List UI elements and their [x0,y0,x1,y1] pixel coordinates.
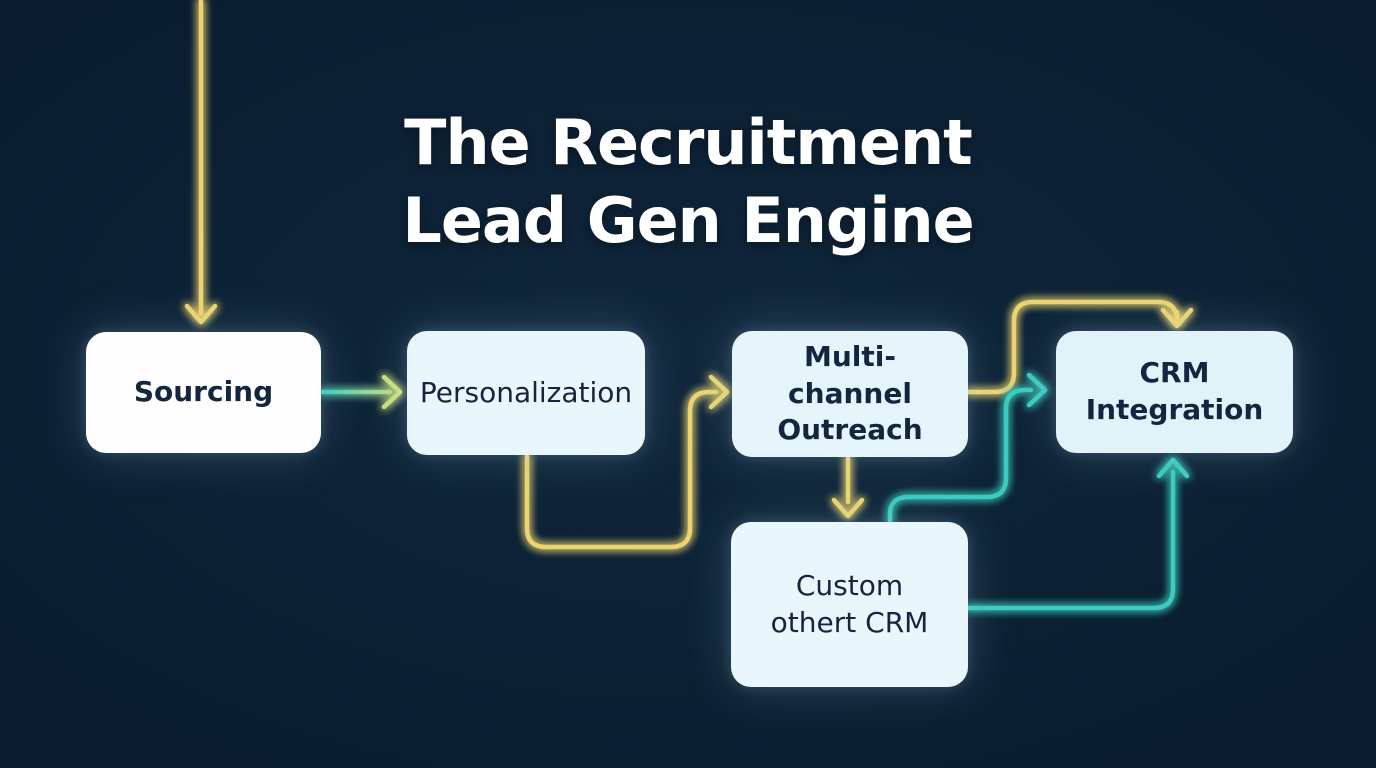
edge-multichannel-to-customcrm [831,454,865,519]
arrowhead-down-icon [831,497,865,519]
node-crm-integration: CRM Integration [1056,331,1293,453]
edge-sourcing-to-personalization [319,374,403,410]
node-personalization: Personalization [407,331,645,455]
arrowhead-down-icon [184,303,218,325]
node-sourcing-label: Sourcing [133,375,274,409]
node-multichannel-outreach-label: Multi-channel Outreach [777,339,923,447]
page-title: The Recruitment Lead Gen Engine [0,104,1376,260]
arrowhead-down-icon [1160,307,1194,329]
arrowhead-right-icon [708,374,730,410]
arrowhead-right-icon [1026,372,1048,408]
node-multichannel-outreach: Multi-channel Outreach [732,331,968,457]
node-custom-crm-label: Custom othert CRM [770,568,929,639]
node-custom-crm: Custom othert CRM [731,522,968,687]
page-title-line1: The Recruitment [404,106,973,179]
arrowhead-right-icon [381,374,403,410]
page-title-line2: Lead Gen Engine [402,184,974,258]
arrowhead-up-icon [1156,457,1190,479]
node-sourcing: Sourcing [86,332,321,453]
node-crm-integration-label: CRM Integration [1085,356,1264,426]
edge-customcrm-to-crm-bottom [965,457,1190,611]
node-personalization-label: Personalization [419,375,633,409]
